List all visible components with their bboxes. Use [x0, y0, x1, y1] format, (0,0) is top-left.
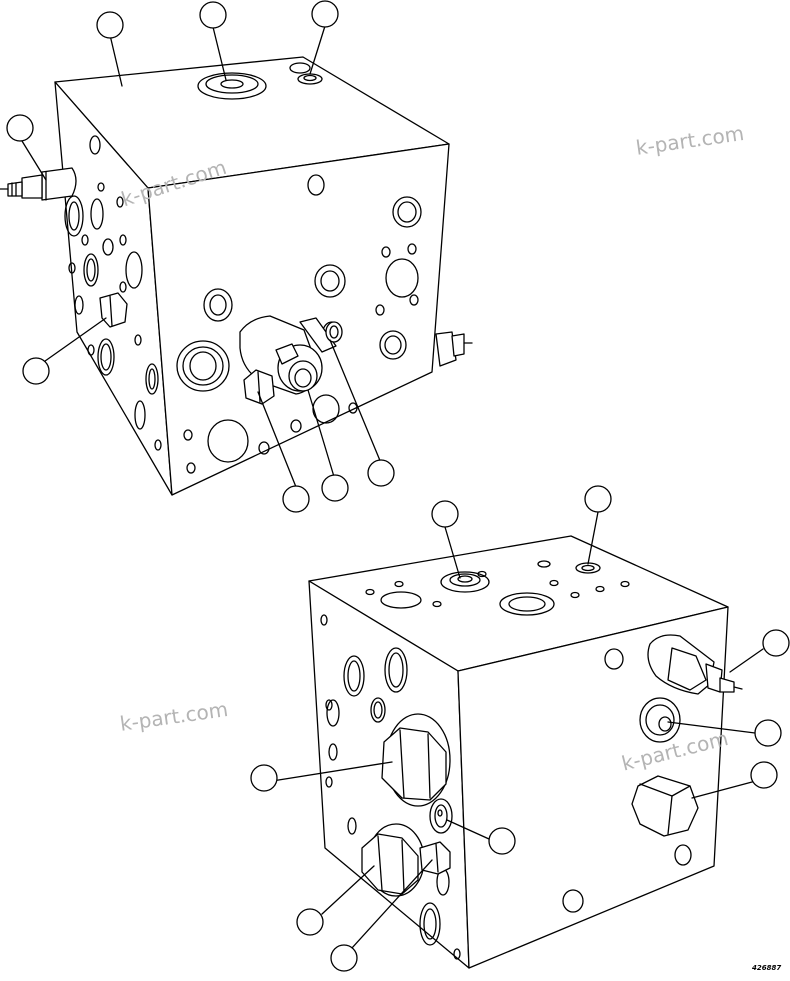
callout-bubble-top-port-plug [199, 1, 227, 29]
callout-bubble-right-port-plug [754, 719, 782, 747]
top-block-right-face-ports [176, 174, 422, 474]
callout-bubble-right-check-valve [762, 629, 790, 657]
top-block-right-check-valve [435, 331, 473, 367]
bottom-block-callout-bubbles [250, 485, 790, 972]
bottom-block-right-check-valve [647, 634, 743, 695]
callout-bubble-top-small-port-b [584, 485, 612, 513]
bottom-block-front-large-hex-plug [381, 713, 451, 807]
callout-bubble-left-check-valve [6, 114, 34, 142]
top-block-left-face-ports [64, 135, 162, 451]
callout-bubble-top-face [96, 11, 124, 39]
bottom-block-top-ports [365, 560, 630, 616]
callout-bubble-front-small-port [488, 827, 516, 855]
callout-bubble-front-hex-plug [282, 485, 310, 513]
callout-bubble-top-port-plug-b [431, 500, 459, 528]
top-block-left-check-valve [0, 167, 77, 201]
callout-bubble-left-hex-plug [22, 357, 50, 385]
top-block-callout-bubbles [6, 0, 395, 513]
bottom-block-leader-lines [265, 511, 764, 950]
top-block-right-face [147, 143, 450, 496]
bottom-valve-block [250, 485, 790, 972]
bottom-block-right-face-ports [562, 648, 692, 913]
bottom-block-front-lower-hex-plug [361, 823, 425, 897]
callout-bubble-front-large-hex-plug [250, 764, 278, 792]
callout-bubble-solenoid-fitting [367, 459, 395, 487]
figure-id-label: 426887 [752, 964, 782, 972]
callout-bubble-top-small-port [311, 0, 339, 28]
bottom-block-front-lower-fitting [419, 841, 451, 875]
top-valve-block [0, 0, 473, 513]
callout-bubble-front-lower-fitting [330, 944, 358, 972]
top-block-left-hex-plug [99, 292, 128, 328]
top-block-leader-lines [21, 25, 382, 488]
callout-bubble-front-lower-hex-plug [296, 908, 324, 936]
callout-bubble-solenoid-valve [321, 474, 349, 502]
callout-bubble-right-hex-plug [750, 761, 778, 789]
bottom-block-right-hex-plug [631, 775, 699, 837]
bottom-block-left-face-ports [320, 614, 461, 960]
top-block-solenoid-valve [239, 315, 343, 395]
bottom-block-right-face [457, 606, 729, 969]
